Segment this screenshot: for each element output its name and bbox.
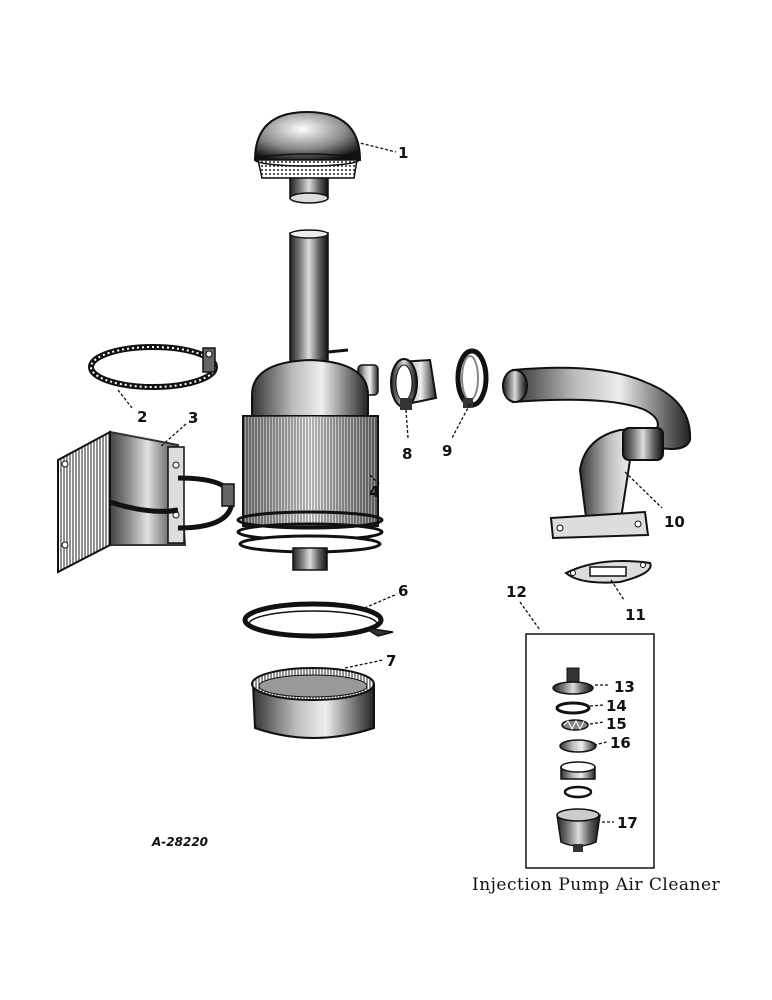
figure-id: A-28220 bbox=[151, 835, 208, 849]
cup-clamp-ring bbox=[242, 601, 394, 639]
callout-11: 11 bbox=[625, 606, 646, 624]
callout-6: 6 bbox=[398, 582, 408, 600]
callout-9: 9 bbox=[442, 442, 452, 460]
hose-clamp bbox=[455, 348, 489, 408]
injection-pump-cleaner-box bbox=[525, 633, 655, 869]
caption: Injection Pump Air Cleaner bbox=[472, 875, 721, 895]
callout-12: 12 bbox=[506, 583, 527, 601]
callout-15: 15 bbox=[606, 715, 627, 733]
oil-cup bbox=[251, 667, 375, 739]
mounting-bracket bbox=[57, 430, 235, 574]
callout-13: 13 bbox=[614, 678, 635, 696]
callout-2: 2 bbox=[137, 408, 147, 426]
callout-labels: 1 2 3 4 6 7 8 9 10 11 12 13 14 15 16 17 bbox=[137, 144, 685, 832]
callout-1: 1 bbox=[398, 144, 408, 162]
callout-3: 3 bbox=[188, 409, 198, 427]
gasket bbox=[564, 559, 652, 584]
callout-8: 8 bbox=[402, 445, 412, 463]
callout-17: 17 bbox=[617, 814, 638, 832]
spring bbox=[561, 719, 589, 731]
leader-lines bbox=[117, 141, 663, 823]
callout-7: 7 bbox=[386, 652, 396, 670]
callout-14: 14 bbox=[606, 697, 627, 715]
lower-washer bbox=[563, 785, 593, 799]
filter-element bbox=[559, 739, 597, 753]
band-clamp bbox=[88, 344, 218, 390]
washer bbox=[555, 701, 591, 715]
hose-connector bbox=[390, 358, 438, 410]
breather-cap bbox=[552, 667, 594, 695]
callout-10: 10 bbox=[664, 513, 685, 531]
air-cleaner-body bbox=[236, 229, 384, 571]
precleaner-cap bbox=[253, 110, 362, 204]
cleaner-bowl bbox=[556, 808, 601, 852]
intake-elbow-tube bbox=[502, 366, 692, 540]
callout-4: 4 bbox=[369, 483, 379, 501]
filter-sleeve bbox=[560, 761, 596, 780]
callout-16: 16 bbox=[610, 734, 631, 752]
